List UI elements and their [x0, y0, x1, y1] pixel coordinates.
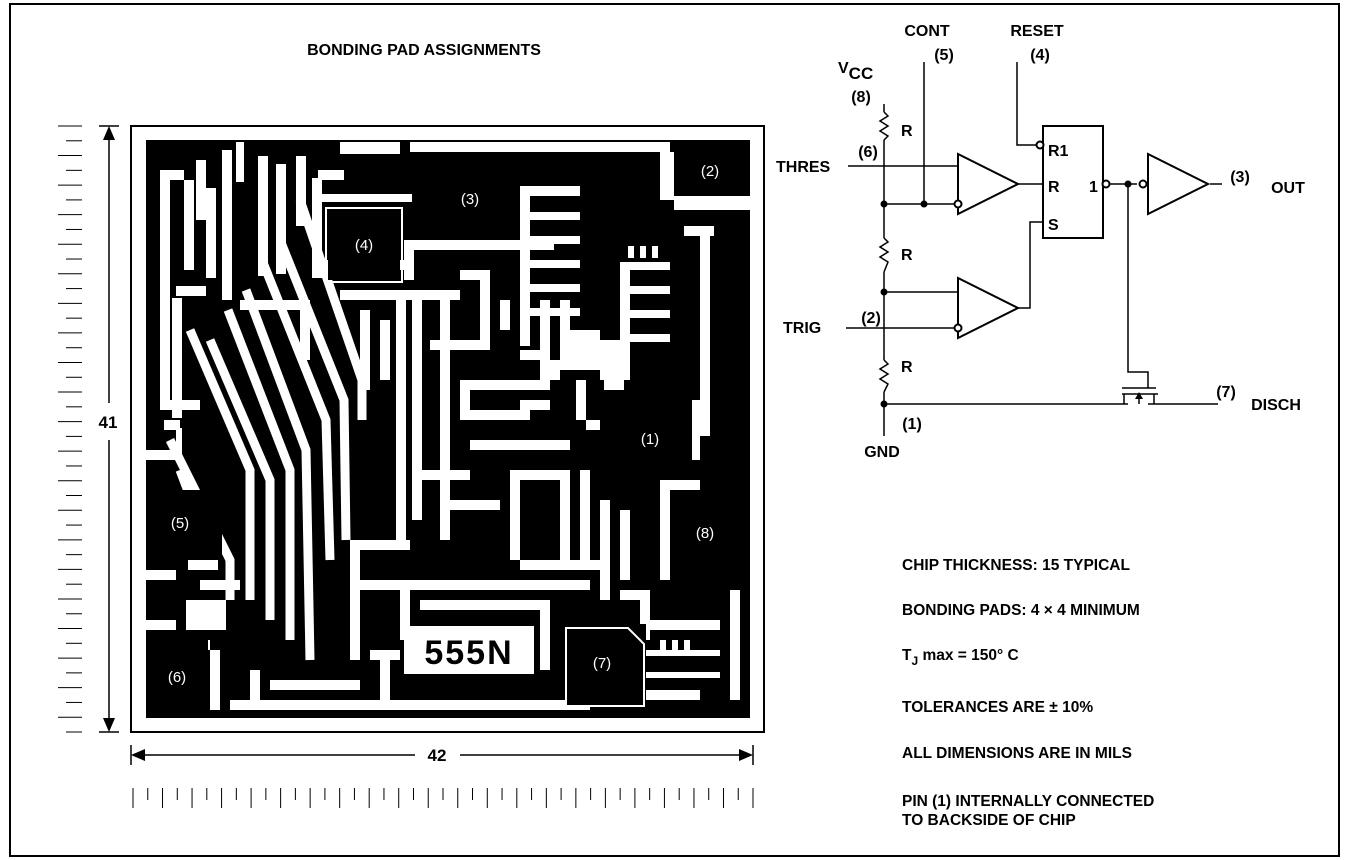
pad-label-5: (5): [171, 515, 189, 532]
height-arrow-top: [103, 126, 115, 140]
width-arrow-right: [739, 749, 753, 761]
pad-labels: (1) (2) (3) (4) (5) (6) (7) (8): [168, 163, 719, 686]
ff-r1-label: R1: [1048, 143, 1069, 160]
chip-marking: 555N: [424, 634, 513, 672]
pad-7-outline: [565, 627, 645, 707]
pad-5-area: [150, 490, 222, 560]
vcc-pin: (8): [851, 89, 871, 106]
pad-label-4: (4): [355, 237, 373, 254]
gnd-pin: (1): [902, 416, 922, 433]
note-bonding-pads: BONDING PADS: 4 × 4 MINIMUM: [902, 602, 1140, 619]
pad-label-1: (1): [641, 431, 659, 448]
width-value: 42: [428, 746, 447, 765]
pad-8-area: [670, 496, 742, 568]
out-pin: (3): [1230, 169, 1250, 186]
pad-1-area: [600, 400, 692, 470]
vertical-ruler: [58, 125, 82, 733]
pad-7-area: [566, 624, 646, 706]
thres-pin: (6): [858, 144, 878, 161]
height-dimension: 41: [58, 125, 119, 733]
thres-label: THRES: [776, 159, 831, 176]
pad-6-area: [150, 640, 208, 712]
width-arrow-left: [131, 749, 145, 761]
note-dimensions: ALL DIMENSIONS ARE IN MILS: [902, 745, 1132, 762]
resistor-2-label: R: [901, 247, 913, 264]
note-pin-1-line-1: PIN (1) INTERNALLY CONNECTED: [902, 793, 1154, 810]
disch-pin: (7): [1216, 384, 1236, 401]
note-chip-thickness: CHIP THICKNESS: 15 TYPICAL: [902, 557, 1130, 574]
cont-label: CONT: [904, 23, 950, 40]
die-layout: (1) (2) (3) (4) (5) (6) (7) (8) 555N: [130, 125, 765, 733]
reset-pin: (4): [1030, 47, 1050, 64]
specification-notes: CHIP THICKNESS: 15 TYPICAL BONDING PADS:…: [902, 557, 1154, 829]
pad-label-2: (2): [701, 163, 719, 180]
resistor-1-label: R: [901, 123, 913, 140]
trig-label: TRIG: [783, 320, 821, 337]
resistor-3-label: R: [901, 359, 913, 376]
via-block-2: [466, 556, 492, 576]
chip-marking-box: [404, 626, 534, 674]
pad-label-6: (6): [168, 669, 186, 686]
note-tj-max: TJ max = 150° C: [902, 647, 1019, 668]
note-pin-1-line-2: TO BACKSIDE OF CHIP: [902, 812, 1076, 829]
cont-pin: (5): [934, 47, 954, 64]
metal-pattern: [146, 142, 750, 710]
output-buffer: [1147, 152, 1211, 216]
resistor-2: [878, 237, 890, 273]
schematic: VCC (8) CONT (5) RESET (4) THRES (6) TRI…: [776, 23, 1305, 461]
pad-4-area: [328, 210, 400, 280]
threshold-comparator: [957, 152, 1021, 216]
vcc-label: VCC: [838, 60, 873, 83]
height-value: 41: [99, 413, 118, 432]
trigger-comparator: [957, 276, 1021, 340]
width-dimension: 42: [130, 745, 754, 808]
via-block: [426, 556, 452, 576]
resistor-3: [878, 359, 890, 393]
pad-label-3: (3): [461, 191, 479, 208]
horizontal-ruler: [132, 788, 754, 808]
ff-s-label: S: [1048, 217, 1059, 234]
pad-4-frame: [325, 207, 403, 283]
figure-title: BONDING PAD ASSIGNMENTS: [307, 42, 541, 59]
flip-flop: [1042, 125, 1104, 239]
resistor-1: [878, 111, 890, 141]
ff-q-label: 1: [1089, 179, 1098, 196]
height-arrow-bottom: [103, 718, 115, 732]
note-tolerances: TOLERANCES ARE ± 10%: [902, 699, 1093, 716]
out-label: OUT: [1271, 180, 1305, 197]
pad-label-7: (7): [593, 655, 611, 672]
discharge-transistor: [1122, 387, 1158, 404]
pad-2-area: [676, 146, 746, 196]
pad-3-area: [412, 158, 512, 240]
ff-r-label: R: [1048, 179, 1060, 196]
disch-label: DISCH: [1251, 397, 1301, 414]
gnd-label: GND: [864, 444, 900, 461]
reset-label: RESET: [1010, 23, 1064, 40]
trig-pin: (2): [861, 310, 881, 327]
pad-label-8: (8): [696, 525, 714, 542]
